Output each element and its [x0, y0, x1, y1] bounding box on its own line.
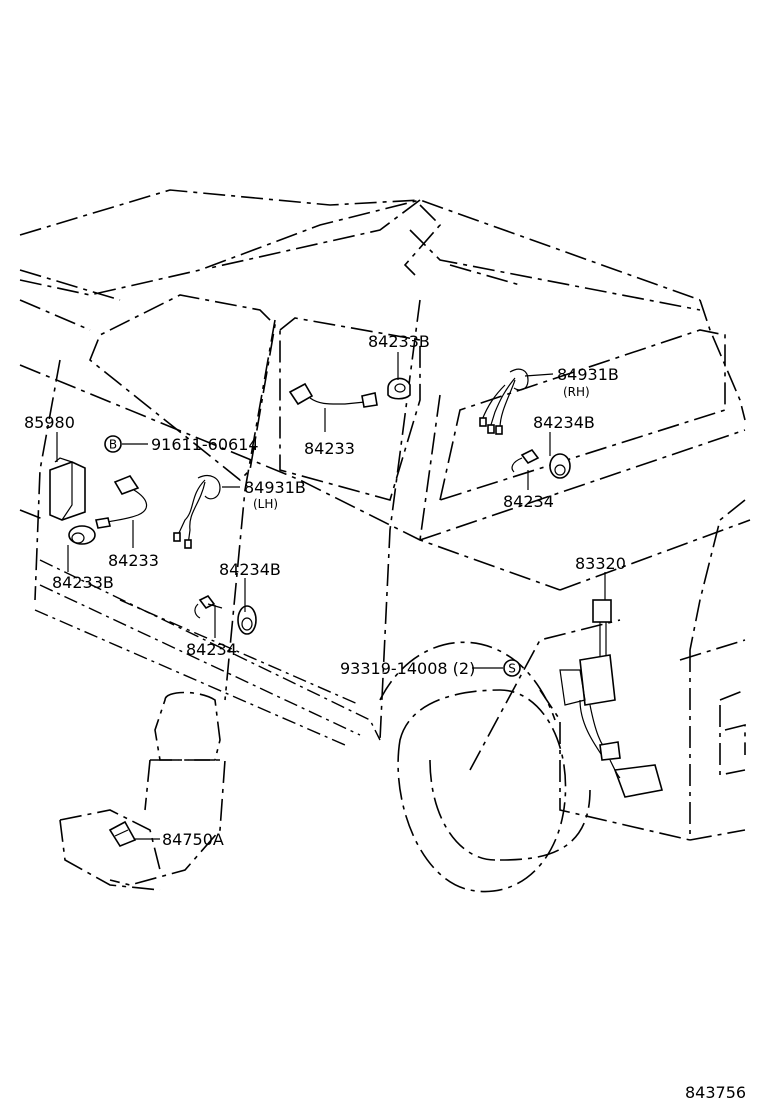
label-84233-left[interactable]: 84233 — [108, 551, 159, 570]
label-84234-mid[interactable]: 84234 — [186, 640, 237, 659]
diagram-reference-number: 843756 — [685, 1083, 746, 1102]
label-84233B-top[interactable]: 84233B — [368, 332, 430, 351]
label-84233-top[interactable]: 84233 — [304, 439, 355, 458]
label-84234B-right[interactable]: 84234B — [533, 413, 595, 432]
label-85980[interactable]: 85980 — [24, 413, 75, 432]
switch-84234-right[interactable] — [511, 448, 540, 473]
label-84931B-lh[interactable]: 84931B — [244, 478, 306, 497]
label-83320[interactable]: 83320 — [575, 554, 626, 573]
switch-84234-mid[interactable] — [194, 594, 223, 619]
label-84931B-rh[interactable]: 84931B — [557, 365, 619, 384]
label-84234-right[interactable]: 84234 — [503, 492, 554, 511]
label-rh: (RH) — [563, 385, 590, 399]
harness-84931B-lh[interactable] — [173, 475, 221, 549]
seat-outline — [59, 691, 226, 891]
sensor-84233-top[interactable] — [288, 382, 378, 408]
screw-symbol-letter: S — [508, 662, 516, 676]
switch-84750A[interactable] — [108, 820, 137, 847]
harness-84931B-rh[interactable] — [479, 368, 529, 435]
bolt-symbol — [104, 435, 122, 453]
cap-84234B-right[interactable] — [549, 453, 571, 479]
label-84750A[interactable]: 84750A — [162, 830, 224, 849]
grommet-84233B-top[interactable] — [387, 377, 411, 400]
label-84233B-left[interactable]: 84233B — [52, 573, 114, 592]
grommet-84233B-left[interactable] — [68, 525, 96, 545]
bolt-symbol-letter: B — [109, 438, 117, 452]
unit-83320[interactable] — [559, 599, 664, 798]
label-84234B-mid[interactable]: 84234B — [219, 560, 281, 579]
vehicle-body-outline — [19, 189, 751, 893]
cap-84234B-mid[interactable] — [237, 605, 257, 635]
module-85980[interactable] — [49, 457, 86, 521]
screw-symbol — [503, 659, 521, 677]
label-91611-60614[interactable]: 91611-60614 — [151, 435, 259, 454]
leader-lines — [56, 352, 606, 840]
sensor-84233-left[interactable] — [95, 475, 148, 529]
label-lh: (LH) — [253, 497, 278, 511]
label-93319-14008[interactable]: 93319-14008 (2) — [340, 659, 475, 678]
